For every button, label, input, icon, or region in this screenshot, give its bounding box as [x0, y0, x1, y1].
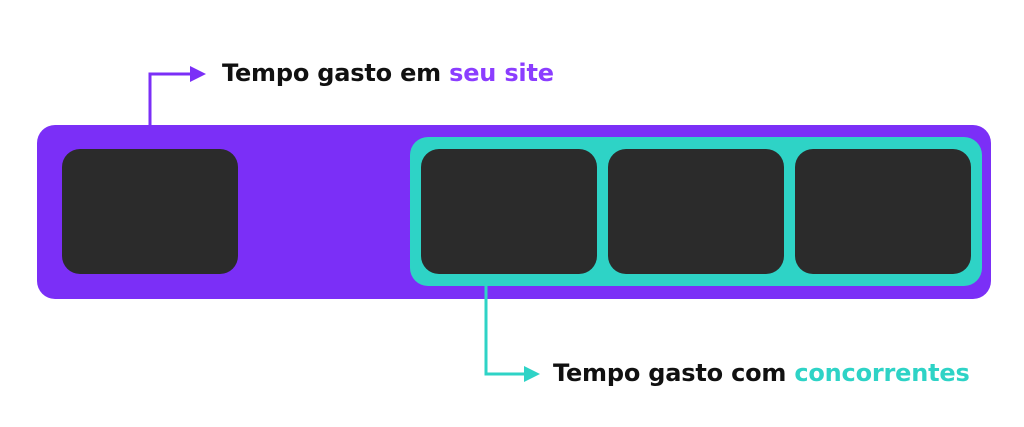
- competitors-label: Tempo gasto com concorrentes: [553, 361, 970, 385]
- competitor-block: [608, 149, 784, 274]
- competitor-block: [795, 149, 971, 274]
- own-site-block: [62, 149, 238, 274]
- competitor-block: [421, 149, 597, 274]
- competitors-label-prefix: Tempo gasto com: [553, 359, 795, 387]
- competitors-arrow-icon: [484, 286, 540, 382]
- own-site-label: Tempo gasto em seu site: [222, 61, 554, 85]
- own-site-arrow-icon: [148, 66, 206, 125]
- competitors-label-highlight: concorrentes: [794, 359, 970, 387]
- own-site-label-highlight: seu site: [449, 59, 554, 87]
- own-site-label-prefix: Tempo gasto em: [222, 59, 450, 87]
